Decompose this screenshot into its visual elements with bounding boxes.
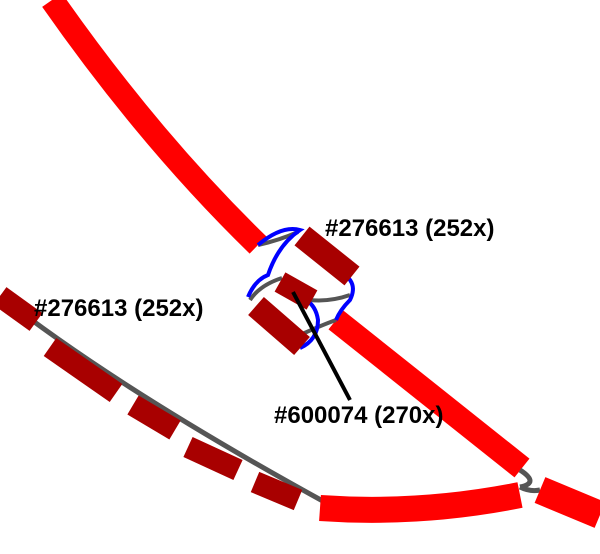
edge-highlight[interactable]	[299, 298, 321, 350]
contig-main-upper-segment[interactable]	[42, 0, 267, 254]
contig-chain-lower	[0, 287, 600, 528]
edge-highlight[interactable]	[246, 227, 305, 298]
contig-chain-node[interactable]	[127, 395, 181, 440]
contig-main-lower-segment[interactable]	[328, 310, 530, 478]
connector-line-right	[518, 467, 541, 494]
label-pointer-line	[291, 291, 352, 401]
edge-gray-link	[248, 276, 283, 302]
label-node-upper: #276613 (252x)	[325, 215, 494, 242]
node-276613-lower[interactable]	[248, 296, 310, 356]
edge-gray-link	[309, 293, 351, 303]
contig-bottom-right[interactable]	[534, 477, 600, 528]
contig-chain-node[interactable]	[43, 337, 123, 403]
contig-chain-node[interactable]	[0, 287, 43, 331]
label-node-lower: #276613 (252x)	[34, 295, 203, 322]
node-276613-upper[interactable]	[294, 226, 360, 286]
node-600074[interactable]	[274, 272, 318, 310]
tangle-region	[246, 226, 360, 356]
label-node-center: #600074 (270x)	[274, 402, 443, 429]
contig-bottom-bright[interactable]	[319, 482, 523, 523]
contig-chain-node[interactable]	[183, 437, 243, 480]
contig-main[interactable]	[42, 0, 530, 478]
contig-chain-node[interactable]	[250, 471, 303, 511]
